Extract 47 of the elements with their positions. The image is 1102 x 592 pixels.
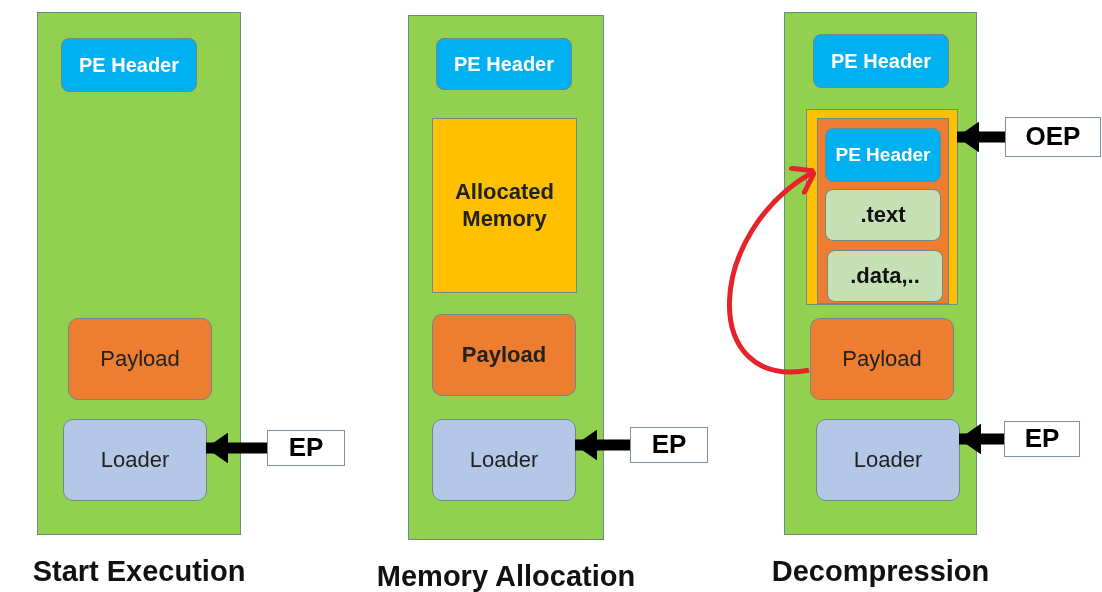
box-label: PE Header <box>452 52 556 76</box>
pointer-label-box <box>1005 117 1101 157</box>
header-box <box>436 38 572 90</box>
curved-arrow <box>727 167 818 375</box>
allocated-memory-box <box>432 118 577 293</box>
box-label: PE Header <box>829 49 933 73</box>
payload-box <box>432 314 576 396</box>
header-box <box>61 38 197 92</box>
section-box <box>827 250 943 302</box>
payload-box <box>810 318 954 400</box>
arrow <box>957 121 1005 153</box>
box-label: Allocated Memory <box>454 179 555 232</box>
box-label: PE Header <box>834 143 932 167</box>
loader-box <box>63 419 207 501</box>
header-box <box>825 128 941 182</box>
stage-caption: Memory Allocation <box>376 560 636 592</box>
memory-column <box>37 12 241 535</box>
box-label: Payload <box>460 341 548 369</box>
arrow <box>575 429 630 461</box>
unpacked-image-box <box>817 118 949 304</box>
arrow <box>959 423 1004 455</box>
allocated-memory-box <box>806 109 958 305</box>
loader-box <box>816 419 960 501</box>
box-label: EP <box>650 429 688 461</box>
box-label: Payload <box>841 345 923 373</box>
memory-column <box>784 12 977 535</box>
box-label: EP <box>1023 423 1061 455</box>
box-label: EP <box>287 432 325 464</box>
box-label: .data,.. <box>849 262 921 290</box>
stage-caption: Decompression <box>771 555 990 588</box>
box-label: .text <box>859 201 907 229</box>
arrow <box>206 432 267 464</box>
loader-box <box>432 419 576 501</box>
box-label: Loader <box>99 446 171 474</box>
pointer-label-box <box>1004 421 1080 457</box>
box-label: Loader <box>852 446 924 474</box>
payload-box <box>68 318 212 400</box>
section-box <box>825 189 941 241</box>
box-label: OEP <box>1024 121 1082 153</box>
pointer-label-box <box>630 427 708 463</box>
memory-column <box>408 15 604 540</box>
box-label: Loader <box>468 446 540 474</box>
header-box <box>813 34 949 88</box>
box-label: PE Header <box>77 53 181 77</box>
stage-caption: Start Execution <box>32 555 246 588</box>
box-label: Payload <box>99 345 181 373</box>
pointer-label-box <box>267 430 345 466</box>
